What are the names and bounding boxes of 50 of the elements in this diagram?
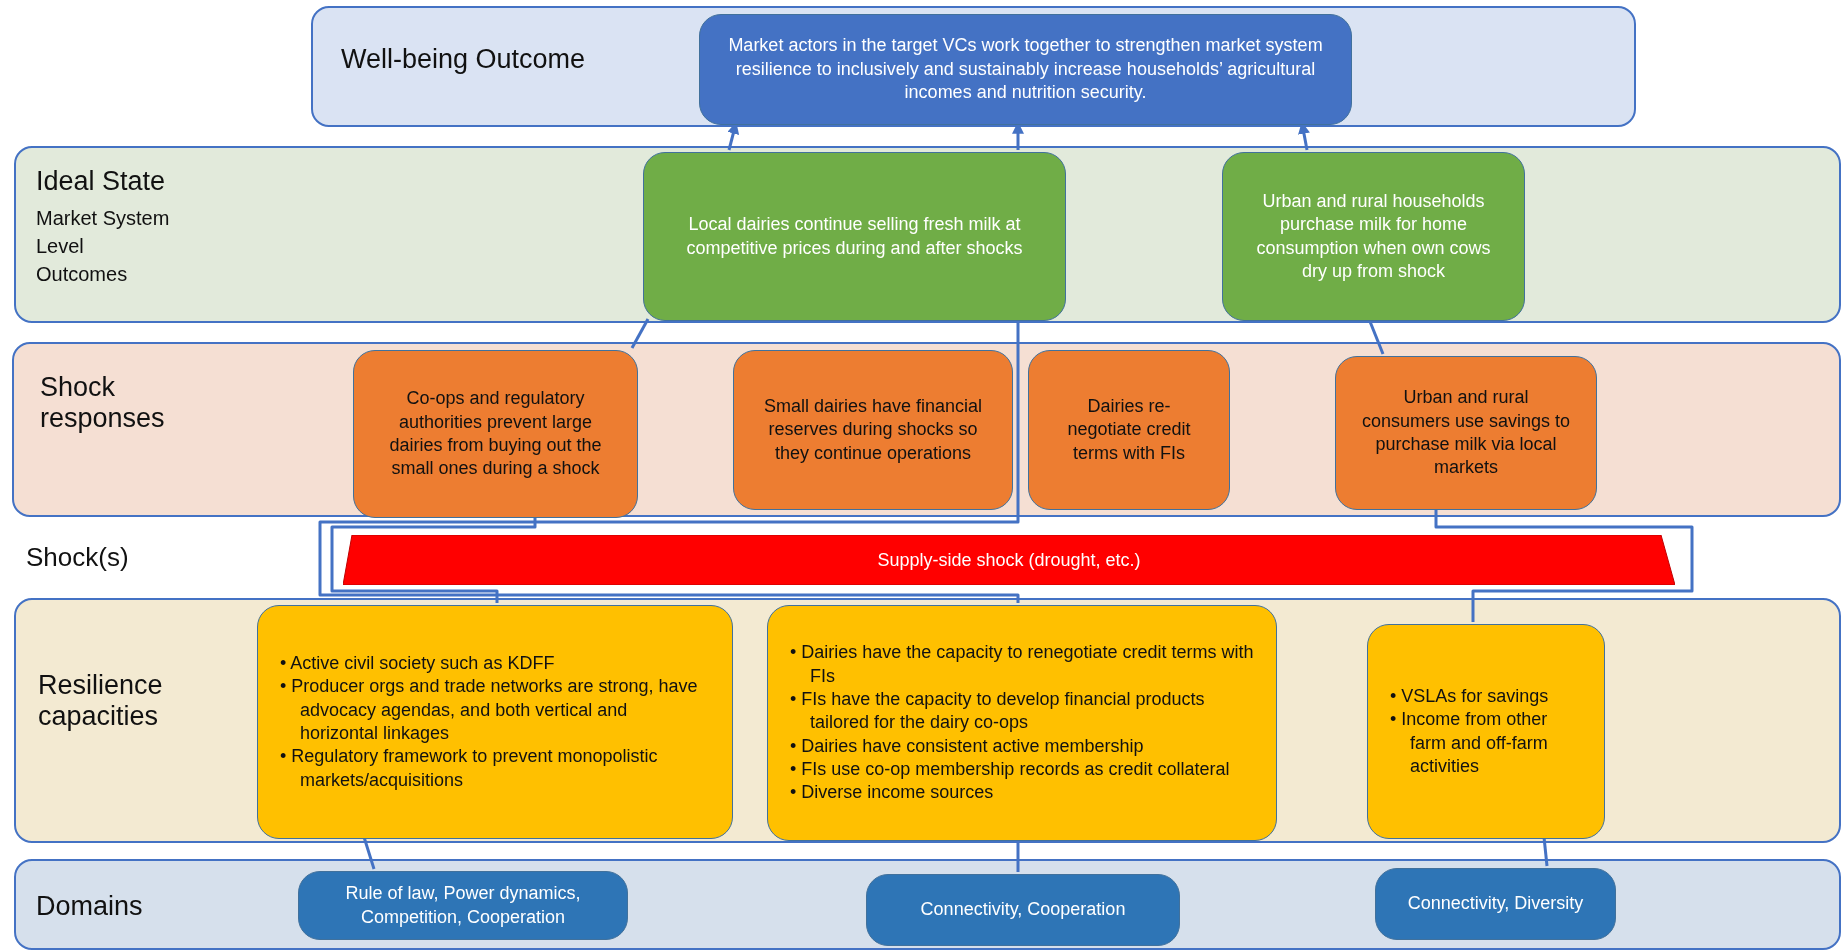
bullet-text: • VSLAs for savings [1390, 684, 1550, 708]
band-heading: Ideal State [36, 166, 166, 197]
box-text: Market actors in the target VCs work together to strengthen market system resilience to inclusively and sustainably increase households’ agricultural incomes and nutrition security. [727, 34, 1324, 105]
bullet-text: • Producer orgs and trade networks are strong, have advocacy agendas, and both vertical and horizontal linkages [280, 675, 699, 745]
shock-banner [343, 535, 1675, 585]
band-heading: Well-being Outcome [341, 44, 586, 75]
box-text: Urban and rural consumers use savings to purchase milk via local markets [1360, 386, 1572, 480]
box-text: Small dairies have financial reserves during shocks so they continue operations [762, 394, 984, 465]
box-text: Dairies re-negotiate credit terms with FIs [1066, 394, 1192, 465]
band-subheading: Market System Level Outcomes [36, 206, 171, 287]
band-heading: Resilience capacities [38, 670, 164, 732]
connector-line [630, 318, 650, 349]
text-box [298, 871, 628, 940]
text-box [1028, 350, 1230, 510]
text-box [1222, 152, 1525, 321]
band-heading: Shock responses [40, 372, 166, 434]
band-heading: Domains [36, 891, 143, 922]
bullet-text: • Active civil society such as KDFF [280, 651, 556, 675]
bullet-list-box [767, 605, 1277, 841]
text-box [866, 874, 1180, 946]
box-text: Rule of law, Power dynamics, Competition, Cooperation [344, 882, 582, 929]
text-box [1375, 868, 1616, 940]
bullet-text: • FIs have the capacity to develop financial products tailored for the dairy co-ops [790, 687, 1206, 735]
box-text: Connectivity, Diversity [1407, 892, 1584, 916]
bullet-text: • Income from other farm and off-farm activities [1390, 708, 1549, 778]
text-box [699, 14, 1352, 125]
row-label: Shock(s) [26, 542, 129, 573]
bullet-text: • Diverse income sources [790, 781, 995, 805]
bullet-text: • Regulatory framework to prevent monopolistic markets/acquisitions [280, 745, 659, 792]
box-text: Co-ops and regulatory authorities prevent large dairies from buying out the small ones during a shock [388, 387, 603, 481]
box-text: Urban and rural households purchase milk for home consumption when own cows dry up from shock [1255, 189, 1492, 283]
connector-line [330, 516, 537, 603]
bullet-list-box [257, 605, 733, 839]
box-text: Connectivity, Cooperation [920, 898, 1126, 922]
bullet-list-box [1367, 624, 1605, 839]
band-panel [311, 6, 1636, 127]
bullet-text: • Dairies have the capacity to renegotiate credit terms with FIs [790, 641, 1254, 688]
band-panel [12, 342, 1841, 517]
bullet-text: • Dairies have consistent active membership [790, 734, 1145, 758]
text-box [353, 350, 638, 518]
connector-line [1434, 508, 1694, 622]
text-box [733, 350, 1013, 510]
bullet-text: • FIs use co-op membership records as credit collateral [790, 758, 1231, 782]
band-panel [14, 598, 1841, 843]
text-box [643, 152, 1066, 321]
banner-text: Supply-side shock (drought, etc.) [877, 549, 1141, 571]
band-panel [14, 859, 1841, 950]
band-panel [14, 146, 1841, 323]
text-box [1335, 356, 1597, 510]
box-text: Local dairies continue selling fresh milk at competitive prices during and after shocks [685, 213, 1024, 260]
